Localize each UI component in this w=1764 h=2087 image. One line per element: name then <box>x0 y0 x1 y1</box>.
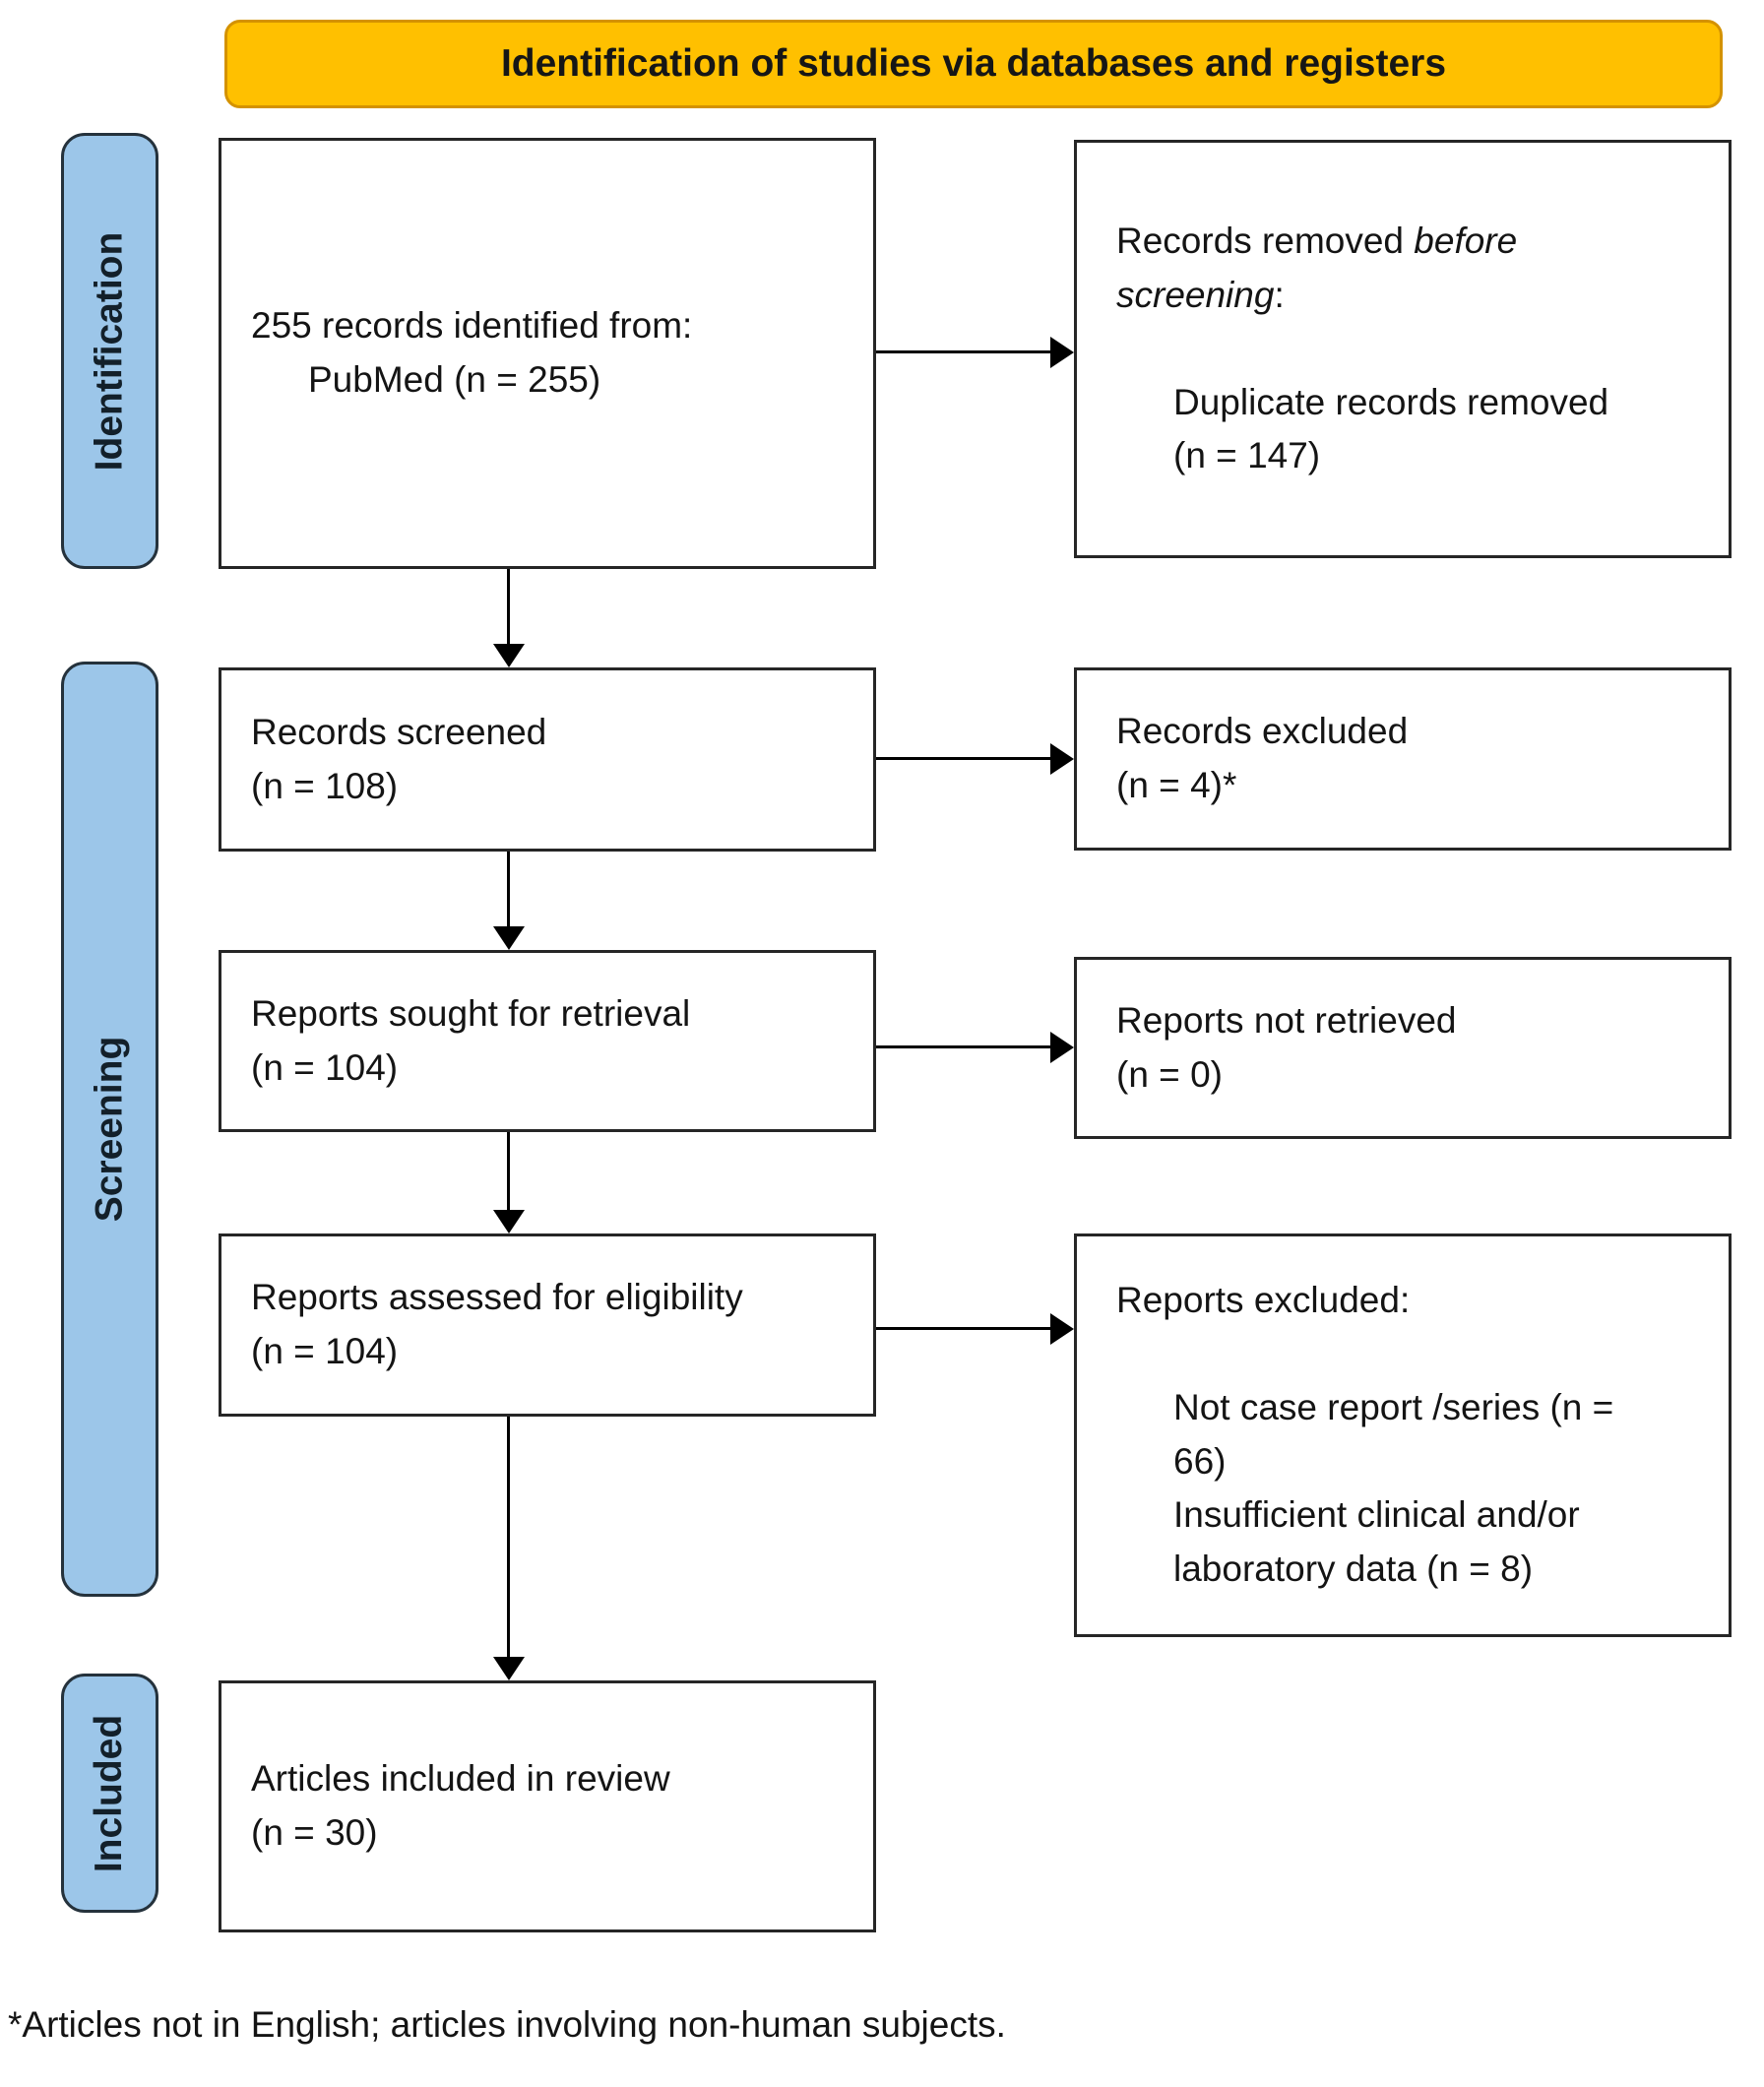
box-records-excluded: Records excluded (n = 4)* <box>1074 667 1732 851</box>
arrow-identified-to-screened <box>507 569 510 644</box>
box-title: Reports excluded: <box>1116 1280 1411 1321</box>
stage-label-included-text: Included <box>88 1714 131 1872</box>
box-item: PubMed (n = 255) <box>308 359 601 400</box>
box-count: (n = 4)* <box>1116 765 1237 805</box>
arrow-identified-to-removed <box>876 350 1050 353</box>
box-label: Reports assessed for eligibility <box>251 1277 743 1318</box>
box-label: Reports not retrieved <box>1116 999 1457 1041</box>
banner-title: Identification of studies via databases … <box>500 42 1447 85</box>
box-records-removed-before-screening: Records removed before screening: Duplic… <box>1074 140 1732 558</box>
arrow-screened-to-sought <box>507 852 510 926</box>
box-count: (n = 0) <box>1116 1053 1223 1095</box>
box-label: Records excluded <box>1116 711 1409 752</box>
arrow-screened-to-excluded <box>876 757 1050 760</box>
spacer <box>1116 323 1709 376</box>
banner: Identification of studies via databases … <box>224 20 1723 108</box>
box-reports-not-retrieved: Reports not retrieved (n = 0) <box>1074 957 1732 1139</box>
box-item: Duplicate records removed (n = 147) <box>1173 381 1609 476</box>
box-item: Insufficient clinical and/or laboratory … <box>1173 1494 1580 1590</box>
box-count: (n = 108) <box>251 765 399 806</box>
box-label: Reports sought for retrieval <box>251 992 691 1034</box>
stage-label-identification: Identification <box>61 133 158 569</box>
box-title: Records removed before screening: <box>1116 221 1518 315</box>
box-label: Records screened <box>251 711 547 752</box>
stage-label-identification-text: Identification <box>88 231 131 471</box>
box-records-screened: Records screened (n = 108) <box>219 667 876 852</box>
box-records-identified: 255 records identified from: PubMed (n =… <box>219 138 876 569</box>
arrow-sought-to-not-retrieved <box>876 1045 1050 1048</box>
stage-label-screening: Screening <box>61 662 158 1597</box>
box-articles-included: Articles included in review (n = 30) <box>219 1680 876 1932</box>
box-reports-excluded: Reports excluded: Not case report /serie… <box>1074 1233 1732 1637</box>
box-title: 255 records identified from: <box>251 305 693 347</box>
stage-label-screening-text: Screening <box>88 1036 131 1223</box>
footnote: *Articles not in English; articles invol… <box>8 2004 1006 2045</box>
box-reports-sought: Reports sought for retrieval (n = 104) <box>219 950 876 1132</box>
box-count: (n = 104) <box>251 1331 399 1371</box>
box-count: (n = 30) <box>251 1812 378 1853</box>
box-count: (n = 104) <box>251 1046 399 1088</box>
arrow-assessed-to-included <box>507 1417 510 1657</box>
box-reports-assessed: Reports assessed for eligibility (n = 10… <box>219 1233 876 1417</box>
arrow-sought-to-assessed <box>507 1132 510 1210</box>
box-label: Articles included in review <box>251 1758 670 1800</box>
spacer <box>1116 1328 1709 1381</box>
stage-label-included: Included <box>61 1674 158 1913</box>
box-item: Not case report /series (n = 66) <box>1173 1386 1614 1482</box>
arrow-assessed-to-reports-excluded <box>876 1327 1050 1330</box>
